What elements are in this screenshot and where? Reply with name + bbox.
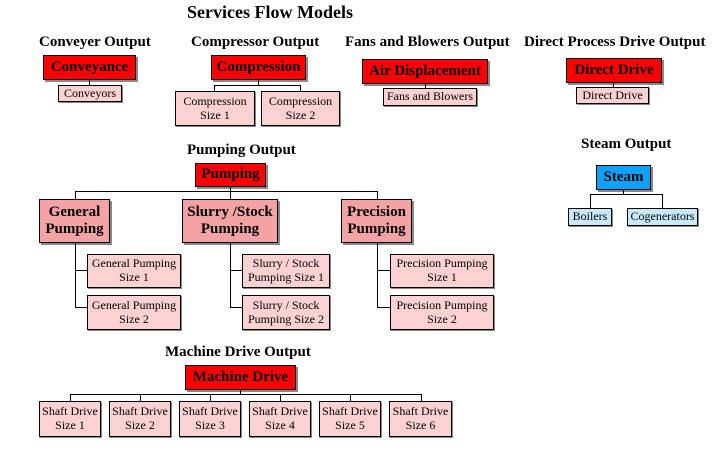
shaft-drive-size-node: Shaft Drive Size 5 <box>319 401 381 437</box>
general-pumping-size-2-node: General Pumping Size 2 <box>87 295 181 330</box>
connector <box>350 394 351 401</box>
slurry-pumping-size-2-node: Slurry / Stock Pumping Size 2 <box>242 295 330 330</box>
connector <box>377 307 390 308</box>
connector <box>280 394 281 401</box>
fans-and-blowers-node: Fans and Blowers <box>383 88 477 106</box>
connector <box>214 85 300 86</box>
air-displacement-node: Air Displacement <box>362 59 488 84</box>
shaft-drive-size-node: Shaft Drive Size 2 <box>109 401 171 437</box>
general-pumping-node: General Pumping <box>39 199 110 243</box>
connector <box>230 191 231 199</box>
pumping-heading: Pumping Output <box>187 142 296 158</box>
steam-node: Steam <box>596 165 651 190</box>
machine-drive-heading: Machine Drive Output <box>165 344 311 360</box>
connector <box>75 243 76 307</box>
cogenerators-node: Cogenerators <box>627 208 698 226</box>
conveyors-node: Conveyors <box>58 85 122 102</box>
slurry-pumping-size-1-node: Slurry / Stock Pumping Size 1 <box>242 254 330 288</box>
conveyor-heading: Conveyer Output <box>39 34 151 50</box>
direct-drive-leaf-node: Direct Drive <box>576 87 649 104</box>
connector <box>240 390 241 394</box>
machine-drive-node: Machine Drive <box>185 365 296 390</box>
connector <box>377 191 378 199</box>
compression-size-2-node: Compression Size 2 <box>261 91 340 126</box>
connector <box>210 394 211 401</box>
shaft-drive-size-node: Shaft Drive Size 3 <box>179 401 241 437</box>
connector <box>623 190 624 194</box>
connector <box>75 191 377 192</box>
connector <box>421 394 422 401</box>
precision-pumping-size-1-node: Precision Pumping Size 1 <box>390 254 494 288</box>
connector <box>75 191 76 199</box>
pumping-node: Pumping <box>195 163 266 187</box>
connector <box>230 307 242 308</box>
connector <box>230 187 231 191</box>
precision-pumping-size-2-node: Precision Pumping Size 2 <box>390 295 494 330</box>
connector <box>662 194 663 208</box>
connector <box>377 243 378 307</box>
general-pumping-size-1-node: General Pumping Size 1 <box>87 254 181 288</box>
connector <box>214 85 215 91</box>
compressor-heading: Compressor Output <box>191 34 320 50</box>
connector <box>425 84 426 88</box>
connector <box>140 394 141 401</box>
connector <box>75 270 87 271</box>
connector <box>258 80 259 85</box>
connector <box>230 243 231 307</box>
connector <box>377 270 390 271</box>
slurry-pumping-node: Slurry /Stock Pumping <box>182 199 278 243</box>
connector <box>75 307 87 308</box>
shaft-drive-size-node: Shaft Drive Size 6 <box>389 401 452 437</box>
direct-drive-node: Direct Drive <box>566 58 662 83</box>
connector <box>89 80 90 85</box>
page-title: Services Flow Models <box>187 2 353 22</box>
compression-node: Compression <box>211 55 306 80</box>
conveyance-node: Conveyance <box>43 55 136 80</box>
connector <box>613 83 614 87</box>
connector <box>70 394 71 401</box>
boilers-node: Boilers <box>568 208 612 226</box>
connector <box>590 194 591 208</box>
precision-pumping-node: Precision Pumping <box>341 199 412 243</box>
direct-heading: Direct Process Drive Output <box>524 34 706 50</box>
steam-heading: Steam Output <box>581 136 672 152</box>
shaft-drive-size-node: Shaft Drive Size 1 <box>39 401 101 437</box>
fans-heading: Fans and Blowers Output <box>345 34 510 50</box>
compression-size-1-node: Compression Size 1 <box>175 91 255 126</box>
connector <box>230 270 242 271</box>
connector <box>300 85 301 91</box>
shaft-drive-size-node: Shaft Drive Size 4 <box>249 401 311 437</box>
connector <box>70 394 421 395</box>
connector <box>590 194 662 195</box>
